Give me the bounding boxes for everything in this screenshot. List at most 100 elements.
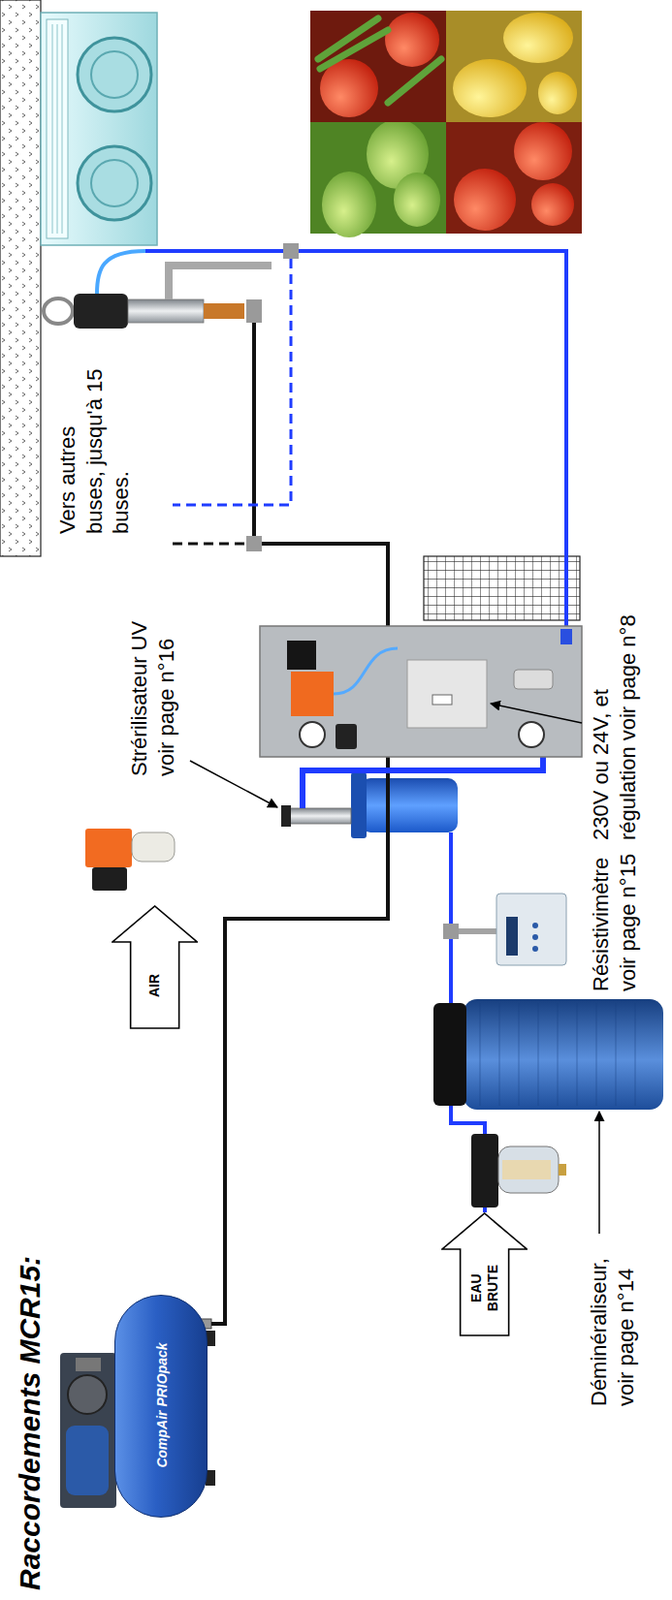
leader-arrow [190,704,600,1235]
demineralizer-tank [433,1003,467,1107]
vegetables-photo [384,12,440,67]
compressor-motor [65,1426,109,1497]
cartridge-housing [360,778,458,833]
control-panel [560,629,573,645]
control-panel [513,670,553,690]
evaporator-unit [40,12,158,246]
vegetables-photo [320,59,379,118]
hollow-arrow-outline [112,906,197,1029]
vegetables-photo [538,71,577,115]
air-pipe [211,757,388,1325]
vegetables-photo [453,168,516,231]
water-pipe [172,258,291,506]
evaporator-unit [52,24,63,234]
water-pipe [302,755,544,809]
resistivity-meter [532,923,539,929]
vegetables-photo [321,171,377,238]
hollow-arrow-outline [442,1214,527,1337]
raw-water-filter [502,1160,551,1181]
node-text-group: CompAir PRIOpack [154,1343,171,1469]
flow-arrow: AIR [111,905,198,1030]
callout-note: 230V ou 24V, et régulation voir page n°8 [587,604,641,841]
nozzle [246,299,262,323]
callout-note: Résistivimètre voir page n°15 [587,836,641,992]
uv-sterilizer [281,805,291,828]
air-filter-regulator [131,832,175,863]
callout-note: Strérilisateur UV voir page n°16 [126,602,180,777]
resistivity-meter [532,946,539,953]
callout-note: Vers autres buses, jusqu'à 15 buses. [54,367,135,535]
brand-text: CompAir PRIOpack [154,1343,171,1469]
water-pipe [145,251,567,629]
uv-sterilizer [281,805,352,828]
diagram-title: Raccordements MCR15: [13,1256,47,1592]
raw-water-filter [558,1164,567,1177]
nozzle [73,293,128,329]
wall-hatch [423,556,580,621]
water-pipe [96,251,146,294]
nozzle [43,261,272,329]
pipe-tee [443,924,459,940]
air-filter-regulator [92,867,128,892]
control-panel [287,640,317,671]
control-panel [335,724,357,750]
cartridge-housing [351,772,458,839]
vegetables-photo [446,122,582,234]
wall-hatch [423,556,580,621]
resistivity-meter [506,917,518,957]
raw-water-filter [498,1147,559,1194]
pipe-tee [246,243,459,940]
evaporator-unit [91,51,138,98]
control-panel [518,722,544,748]
demineralizer-tank [463,999,664,1111]
control-panel [259,626,582,758]
demineralizer-tank [433,999,664,1111]
nozzle [128,299,204,323]
compressor-motor [67,1376,107,1415]
control-panel [259,626,582,758]
raw-water-filter [471,1134,499,1209]
evaporator-unit [46,19,68,239]
evaporator-unit [77,146,152,221]
vegetables-photo [318,18,442,103]
ceiling-hatch [0,0,41,557]
water-pipe [450,1106,485,1214]
vegetables-photo [513,122,573,181]
nozzle [203,303,245,320]
ceiling-hatch [0,0,41,557]
resistivity-meter [458,894,567,966]
evaporator-unit [40,12,158,246]
control-panel [407,660,487,729]
water-pipe [448,832,453,1004]
node-text-group: EAU BRUTE [468,1260,502,1317]
air-pipe [170,543,245,546]
resistivity-meter [458,928,497,935]
node-text-group: AIR [146,974,163,998]
control-panel [299,722,325,748]
vegetables-photo [531,183,575,226]
vegetables-photo [310,10,582,238]
control-panel [290,672,334,717]
raw-water-filter [471,1134,567,1209]
arrow-label: AIR [146,974,163,998]
demineralizer-tank [480,1003,636,1107]
uv-sterilizer [288,808,352,825]
compressor-motor [60,1353,117,1509]
arrow-label: EAU BRUTE [468,1260,502,1317]
vegetables-photo [310,10,447,123]
vegetables-photo [503,12,574,64]
nozzle [164,261,272,270]
evaporator-unit [91,160,138,207]
compressor-motor [75,1358,101,1373]
leader-arrow [598,1112,601,1235]
vegetables-photo [393,172,441,227]
air-pipe [170,320,388,1325]
flow-arrow: EAU BRUTE [441,1213,528,1338]
callout-note: Déminéraliseur, voir page n°14 [585,1240,640,1408]
vegetables-photo [452,59,527,118]
